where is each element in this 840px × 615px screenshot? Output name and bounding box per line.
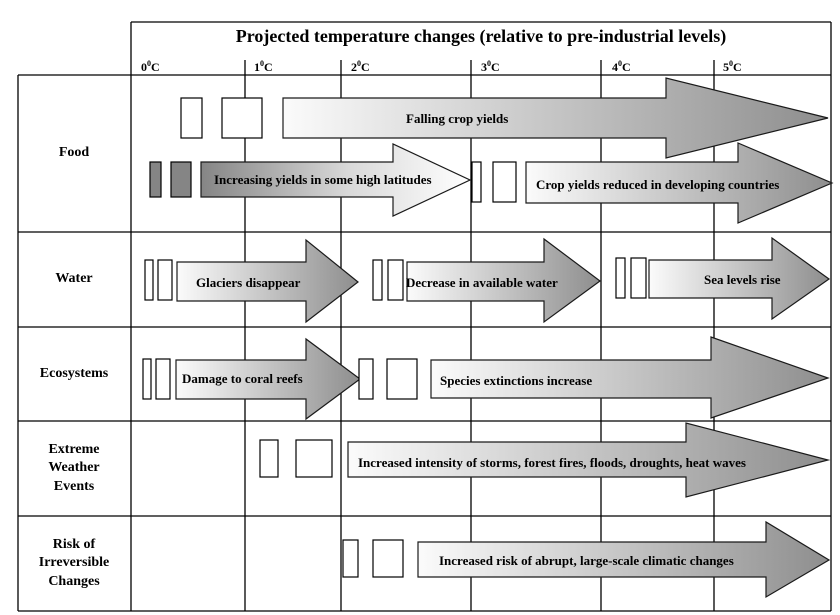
lead-box (295, 439, 333, 478)
lead-box (170, 161, 192, 198)
lead-box (372, 539, 404, 578)
label-storms: Increased intensity of storms, forest fi… (358, 455, 746, 470)
lead-box (149, 161, 162, 198)
row-label-irreversible: Risk of Irreversible Changes (38, 537, 110, 589)
decrease-water-arrow (406, 237, 602, 324)
tick-1c: 10C (254, 59, 273, 74)
row-label-ecosystems: Ecosystems (39, 365, 109, 381)
lead-box (358, 358, 374, 400)
species-extinctions-arrow (430, 336, 830, 419)
label-abrupt-changes: Increased risk of abrupt, large-scale cl… (439, 553, 734, 568)
lead-box (144, 259, 154, 301)
abrupt-changes-arrow (417, 520, 831, 599)
lead-box (372, 259, 383, 301)
lead-box (157, 259, 173, 301)
glaciers-disappear-arrow (176, 238, 359, 324)
grid-lines (17, 21, 832, 612)
crop-yields-reduced-arrow (525, 142, 834, 224)
falling-crop-yields-arrow (282, 77, 829, 159)
row-label-extreme-weather: Extreme Weather Events (48, 442, 100, 494)
lead-box (386, 358, 418, 400)
increasing-yields-arrow (200, 143, 472, 217)
tick-5c: 50C (723, 59, 742, 74)
coral-reefs-arrow (175, 337, 362, 421)
lead-box (387, 259, 404, 301)
label-glaciers-disappear: Glaciers disappear (196, 275, 301, 290)
label-coral-reefs: Damage to coral reefs (182, 371, 303, 386)
tick-4c: 40C (612, 59, 631, 74)
lead-box (492, 161, 517, 203)
label-crop-yields-reduced: Crop yields reduced in developing countr… (536, 177, 780, 192)
label-increasing-yields: Increasing yields in some high latitudes (214, 172, 432, 187)
storms-arrow (347, 422, 831, 498)
lead-box (142, 358, 152, 400)
lead-box (155, 358, 171, 400)
tick-3c: 30C (481, 59, 500, 74)
label-decrease-water: Decrease in available water (406, 275, 558, 290)
lead-box (180, 97, 203, 139)
label-falling-crop-yields: Falling crop yields (406, 111, 509, 126)
label-sea-levels-rise: Sea levels rise (704, 272, 781, 287)
row-label-food: Food (58, 145, 90, 161)
lead-box (630, 257, 647, 299)
lead-box (471, 161, 482, 203)
lead-box (615, 257, 626, 299)
lead-box (342, 539, 359, 578)
lead-box (221, 97, 263, 139)
lead-box (259, 439, 279, 478)
tick-2c: 20C (351, 59, 370, 74)
tick-0c: 00C (141, 59, 160, 74)
diagram-title: Projected temperature changes (relative … (235, 26, 727, 46)
row-label-water: Water (55, 271, 93, 287)
label-species-extinctions: Species extinctions increase (440, 373, 593, 388)
sea-levels-rise-arrow (648, 236, 831, 321)
